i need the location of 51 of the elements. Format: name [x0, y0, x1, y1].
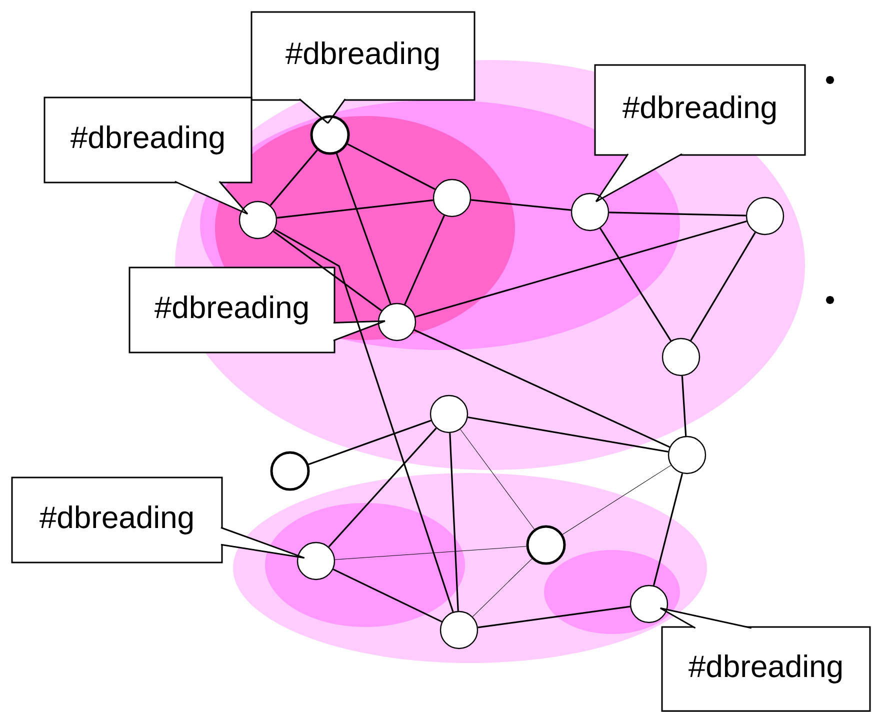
- network-link: [472, 558, 532, 617]
- network-link: [470, 199, 572, 211]
- callout-tail: [595, 153, 683, 202]
- network-node: [668, 436, 706, 474]
- network-node: [296, 542, 336, 580]
- network-link: [347, 143, 436, 190]
- network-link: [609, 212, 746, 216]
- network-link: [562, 465, 672, 535]
- network-link: [404, 215, 445, 305]
- network-link: [334, 546, 527, 560]
- network-node: [432, 178, 472, 218]
- network-link: [449, 433, 459, 611]
- network-node: [526, 525, 566, 565]
- network-link: [276, 199, 434, 219]
- network-link: [274, 228, 454, 612]
- network-node: [570, 192, 610, 232]
- callout-tail: [220, 526, 306, 559]
- callout-tail: [298, 98, 346, 124]
- network-node: [746, 196, 784, 236]
- network-link: [272, 230, 382, 312]
- network-link: [414, 329, 670, 448]
- network-link: [336, 153, 392, 304]
- network-node: [238, 200, 278, 240]
- network-link: [308, 420, 432, 466]
- network-link: [690, 232, 756, 341]
- callout-box: #dbreading: [660, 608, 871, 712]
- network-node: [440, 610, 478, 650]
- network-link: [328, 428, 437, 548]
- network-link: [652, 473, 684, 586]
- network-link: [599, 228, 672, 342]
- callout-box: #dbreading: [128, 266, 385, 354]
- network-link: [332, 568, 442, 622]
- network-link: [460, 429, 534, 530]
- callout-box: #dbreading: [250, 11, 476, 124]
- callout-box: #dbreading: [11, 476, 304, 564]
- network-node: [430, 394, 468, 434]
- callout-tail: [660, 607, 752, 629]
- callout-box: #dbreading: [44, 96, 252, 214]
- network-link: [270, 150, 318, 206]
- network-link: [468, 416, 668, 453]
- network-node: [662, 338, 700, 376]
- network-node: [630, 584, 668, 624]
- network-node: [270, 451, 310, 491]
- network-node: [310, 115, 350, 155]
- callout-box: #dbreading: [594, 64, 806, 202]
- callout-tail: [174, 180, 248, 215]
- network-link: [478, 606, 630, 628]
- network-node: [378, 302, 416, 342]
- callout-tail: [332, 320, 386, 342]
- network-link: [415, 220, 747, 318]
- network-link: [681, 376, 687, 436]
